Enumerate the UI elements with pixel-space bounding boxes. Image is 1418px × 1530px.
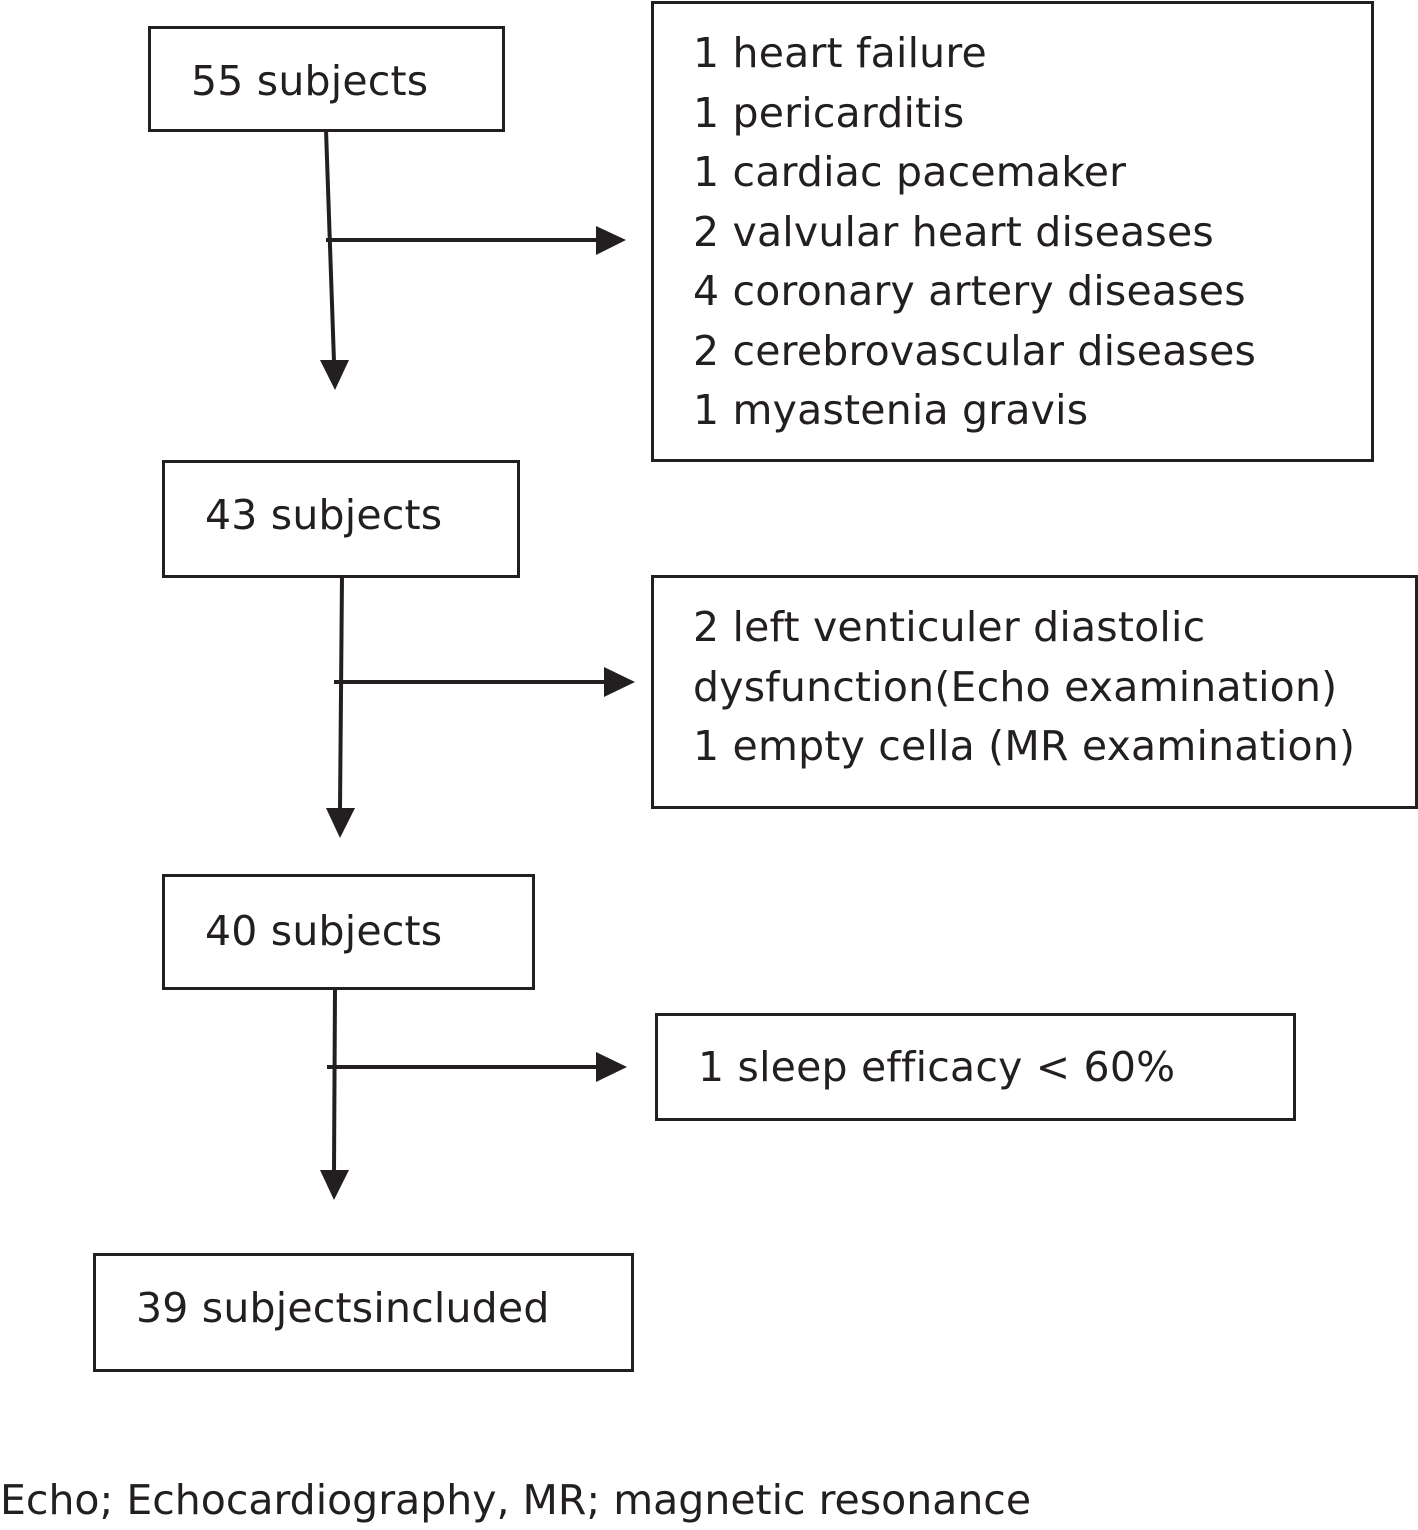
exclusion-item: 2 valvular heart diseases — [693, 207, 1214, 256]
exclusion-list: 1 heart failure 1 pericarditis 1 cardiac… — [693, 24, 1256, 441]
flow-arrowhead-2 — [326, 808, 355, 838]
exclusion-item: 1 heart failure — [693, 29, 987, 77]
exclusion-item: 2 left venticuler diastolic — [693, 603, 1206, 651]
exclusion-box-2: 2 left venticuler diastolic dysfunction(… — [651, 575, 1418, 809]
flow-arrow-1 — [324, 129, 336, 363]
exclusion-box-1: 1 heart failure 1 pericarditis 1 cardiac… — [651, 1, 1374, 462]
step-label: 43 subjects — [205, 491, 443, 539]
exclusion-arrowhead-1 — [596, 226, 626, 255]
exclusion-item: 2 cerebrovascular diseases — [693, 326, 1257, 375]
exclusion-item: 1 pericarditis — [693, 88, 965, 137]
exclusion-item: 1 sleep efficacy < 60% — [698, 1043, 1176, 1091]
exclusion-item: 1 myastenia gravis — [693, 386, 1089, 434]
step-box-55: 55 subjects — [148, 26, 505, 132]
exclusion-item: 1 cardiac pacemaker — [693, 148, 1127, 196]
exclusion-list: 1 sleep efficacy < 60% — [698, 1038, 1175, 1098]
exclusion-list: 2 left venticuler diastolic dysfunction(… — [693, 598, 1355, 777]
exclusion-arrowhead-3 — [596, 1052, 627, 1082]
step-box-40: 40 subjects — [162, 874, 535, 990]
step-label: 39 subjectsincluded — [136, 1284, 550, 1332]
exclusion-item: 1 empty cella (MR examination) — [693, 722, 1356, 770]
exclusion-item: dysfunction(Echo examination) — [693, 662, 1338, 711]
exclusion-arrowhead-2 — [604, 667, 635, 697]
exclusion-item: 4 coronary artery diseases — [693, 267, 1246, 315]
flow-arrow-2 — [338, 575, 344, 811]
exclusion-box-3: 1 sleep efficacy < 60% — [655, 1013, 1296, 1121]
flow-arrow-3 — [332, 987, 337, 1173]
step-box-39-included: 39 subjectsincluded — [93, 1253, 634, 1372]
step-label: 55 subjects — [191, 57, 429, 105]
step-label: 40 subjects — [205, 907, 443, 955]
abbreviation-footnote: Echo; Echocardiography, MR; magnetic res… — [0, 1476, 1032, 1524]
flow-arrowhead-3 — [320, 1170, 349, 1200]
flow-arrowhead-1 — [320, 360, 349, 390]
step-box-43: 43 subjects — [162, 460, 520, 578]
